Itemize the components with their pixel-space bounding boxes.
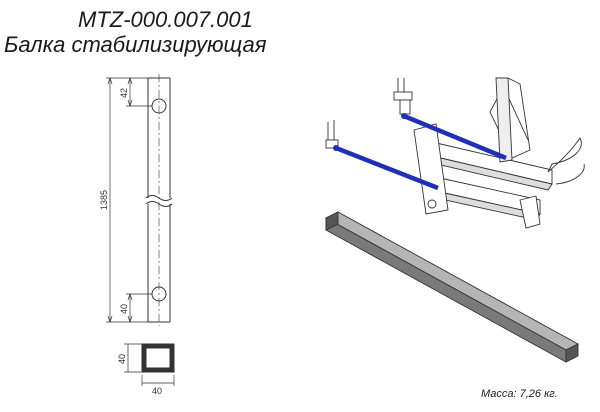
frame-assembly — [325, 77, 585, 229]
part-number: MTZ-000.007.001 — [78, 7, 253, 32]
dimension-lines — [106, 76, 152, 324]
beam-front-view — [145, 74, 173, 326]
beam-cross-section — [141, 343, 175, 373]
dim-overall-length: 1385 — [99, 190, 109, 210]
stabilizer-rod-lower — [335, 145, 439, 191]
part-name: Балка стабилизирующая — [4, 32, 267, 57]
section-dimension-lines — [124, 343, 175, 386]
dim-section-height: 40 — [117, 354, 127, 364]
mass-label: Масса: 7,26 кг. — [481, 388, 558, 400]
stabilizer-rods — [333, 113, 507, 191]
beam-isometric — [325, 211, 579, 363]
dim-section-width: 40 — [152, 386, 162, 396]
dim-bottom-hole: 40 — [119, 304, 129, 314]
stabilizer-rod-upper — [403, 113, 507, 161]
dim-top-hole: 42 — [119, 88, 129, 98]
